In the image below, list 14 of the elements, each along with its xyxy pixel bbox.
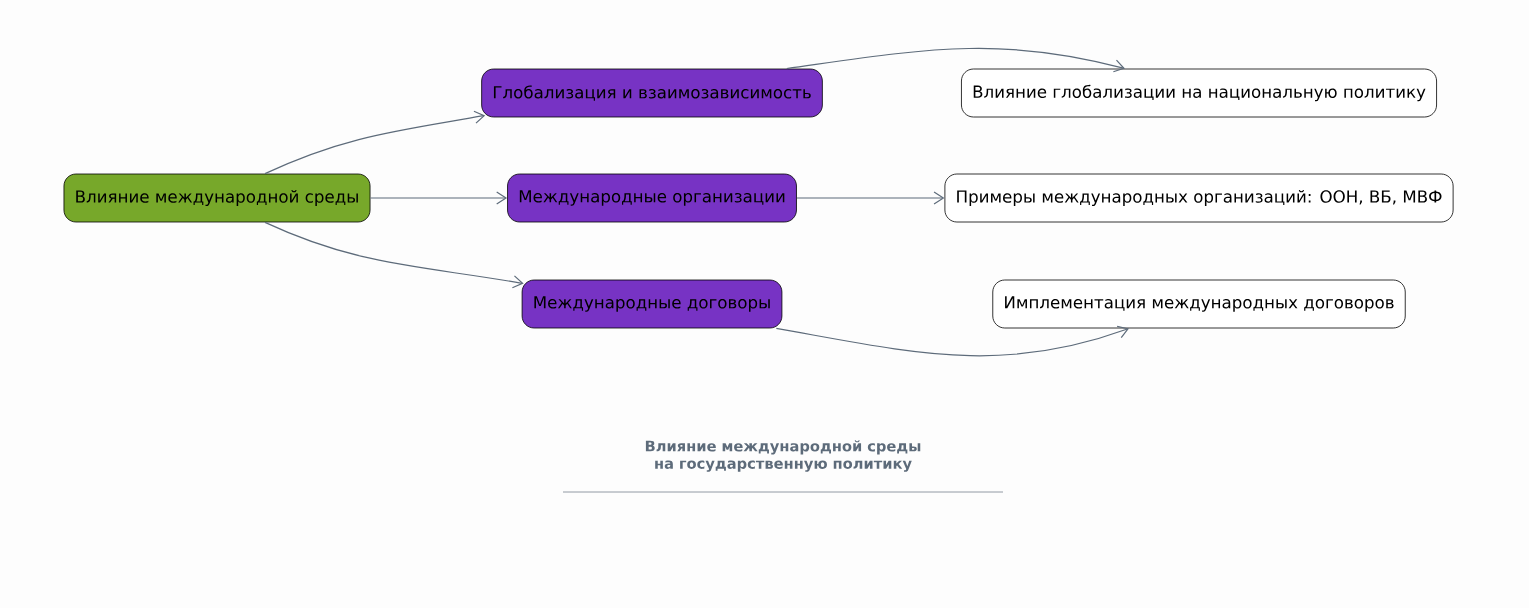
arrow	[264, 110, 486, 175]
title: Влияние международной среды на государственную политику	[645, 440, 921, 472]
detail-box: Имплементация международных договоров	[992, 279, 1406, 329]
topic-box: Международные договоры	[521, 279, 783, 329]
detail-box: Примеры международных организаций: ООН, ВБ, МВФ	[944, 173, 1454, 223]
arrow	[369, 191, 508, 205]
arrow	[264, 221, 524, 289]
detail-box: Влияние глобализации на национальную политику	[961, 68, 1437, 118]
root-box: Влияние международной среды	[63, 173, 371, 223]
arrow	[775, 325, 1129, 357]
topic-box: Международные организации	[507, 173, 797, 223]
arrow	[796, 191, 945, 205]
arrow	[786, 47, 1125, 73]
topic-box: Глобализация и взаимозависимость	[481, 68, 823, 118]
